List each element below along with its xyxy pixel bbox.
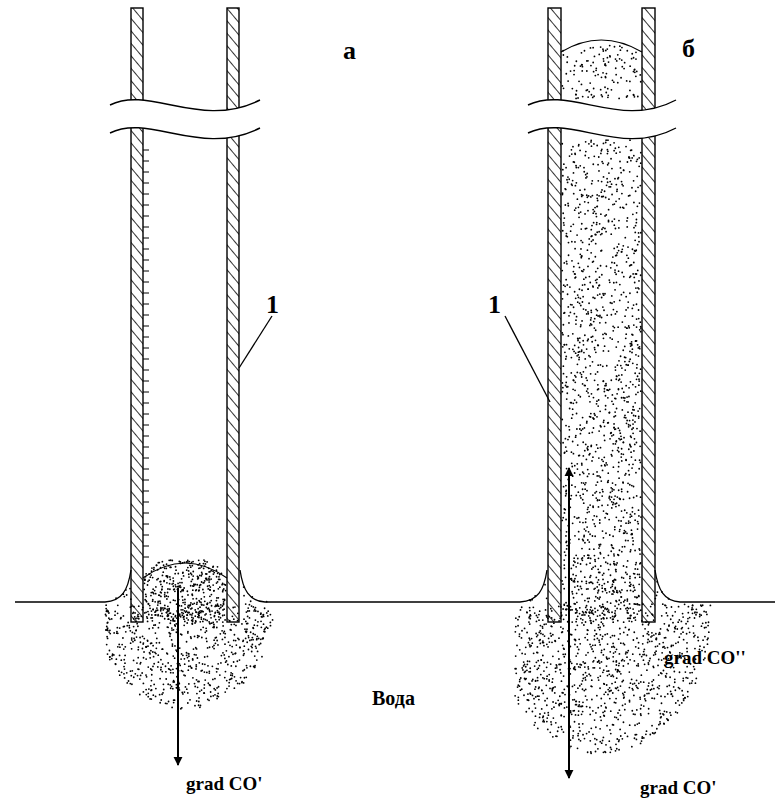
gradient-label: grad CO' xyxy=(640,778,717,797)
gradient-arrow xyxy=(177,588,179,765)
capillary-tube-b xyxy=(528,8,676,622)
medium-label: Вода xyxy=(372,688,415,708)
leader-line xyxy=(505,316,550,402)
leader-line xyxy=(239,316,272,368)
water-surface xyxy=(15,570,775,602)
callout-number: 1 xyxy=(488,292,501,318)
gradient-arrow-double xyxy=(568,468,570,778)
panel-letter: а xyxy=(343,38,356,64)
gradient-label: grad CO' xyxy=(186,774,263,793)
panel-letter: б xyxy=(682,36,695,62)
gradient-label: grad CO'' xyxy=(664,648,746,667)
dissolved-gas-dots xyxy=(105,45,712,754)
callout-number: 1 xyxy=(266,292,279,318)
capillary-tube-a xyxy=(110,8,260,622)
